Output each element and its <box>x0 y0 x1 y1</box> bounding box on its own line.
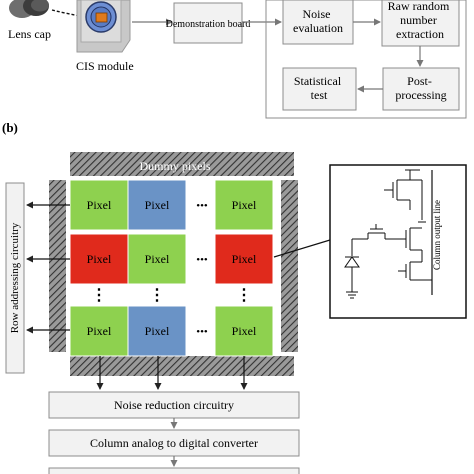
post-processing-box <box>382 67 460 111</box>
row-ellipsis: ••• <box>196 254 208 266</box>
raw-random-line-3: extraction <box>396 27 444 41</box>
pixel-label: Pixel <box>87 252 112 266</box>
pixel-cell-blue <box>127 179 187 231</box>
pixel-cell-green <box>214 305 274 357</box>
statistical-test-box <box>282 67 357 111</box>
pixel-cell-green <box>214 179 274 231</box>
row-addressing-label: Row addressing circuitry <box>9 222 21 333</box>
demonstration-board-label: Demonstration board <box>166 19 251 30</box>
pixel-label: Pixel <box>232 252 257 266</box>
pixel-cell-blue <box>127 305 187 357</box>
pixel-label: Pixel <box>232 324 257 338</box>
column-vertical-dots: ⋮ <box>149 287 165 304</box>
lens-cap-icon <box>9 0 49 18</box>
post-processing-line-1: Post- <box>407 74 432 88</box>
pixel-label: Pixel <box>145 324 170 338</box>
post-processing-label: Post- processing <box>395 74 446 102</box>
pixel-circuit-schematic: Column output line <box>329 164 467 319</box>
pixel-label: Pixel <box>87 324 112 338</box>
statistical-test-line-2: test <box>311 88 328 102</box>
noise-reduction-box <box>48 391 300 419</box>
pixel-label: Pixel <box>232 198 257 212</box>
panel-b-letter: (b) <box>2 120 18 135</box>
dummy-pixel-frame <box>49 152 298 376</box>
statistical-test-label: Statistical test <box>294 74 344 102</box>
row-ellipsis: ••• <box>196 326 208 338</box>
noise-evaluation-box <box>282 0 354 45</box>
pixel-label: Pixel <box>145 252 170 266</box>
raw-random-line-1: Raw random <box>388 0 450 13</box>
row-arrows <box>26 201 70 334</box>
next-stage-box-partial <box>48 467 300 474</box>
demonstration-board-box <box>173 2 243 44</box>
row-addressing-box <box>5 182 25 374</box>
processing-group-frame <box>265 0 467 119</box>
column-vertical-dots: ⋮ <box>91 287 107 304</box>
column-vertical-dots: ⋮ <box>236 287 252 304</box>
noise-reduction-label: Noise reduction circuitry <box>114 398 234 412</box>
column-output-label: Column output line <box>432 200 442 270</box>
post-processing-line-2: processing <box>395 88 446 102</box>
pixel-label: Pixel <box>145 198 170 212</box>
raw-random-line-2: number <box>400 13 437 27</box>
pixel-cell-red <box>214 233 274 285</box>
pixel-cell-green <box>127 233 187 285</box>
column-arrows <box>96 356 248 390</box>
noise-evaluation-label: Noise evaluation <box>293 7 343 35</box>
noise-evaluation-line-2: evaluation <box>293 21 343 35</box>
noise-evaluation-line-1: Noise <box>303 7 331 21</box>
cis-module-icon <box>76 0 131 53</box>
row-ellipsis: ••• <box>196 200 208 212</box>
statistical-test-line-1: Statistical <box>294 74 342 88</box>
raw-random-number-label: Raw random number extraction <box>388 0 453 41</box>
adc-label: Column analog to digital converter <box>90 436 258 450</box>
pixel-label: Pixel <box>87 198 112 212</box>
cis-module-label: CIS module <box>76 59 134 73</box>
zoom-connector <box>273 239 331 258</box>
lens-cap-label: Lens cap <box>8 27 51 41</box>
dummy-pixels-label: Dummy pixels <box>140 159 211 173</box>
pixel-cell-green <box>69 305 129 357</box>
